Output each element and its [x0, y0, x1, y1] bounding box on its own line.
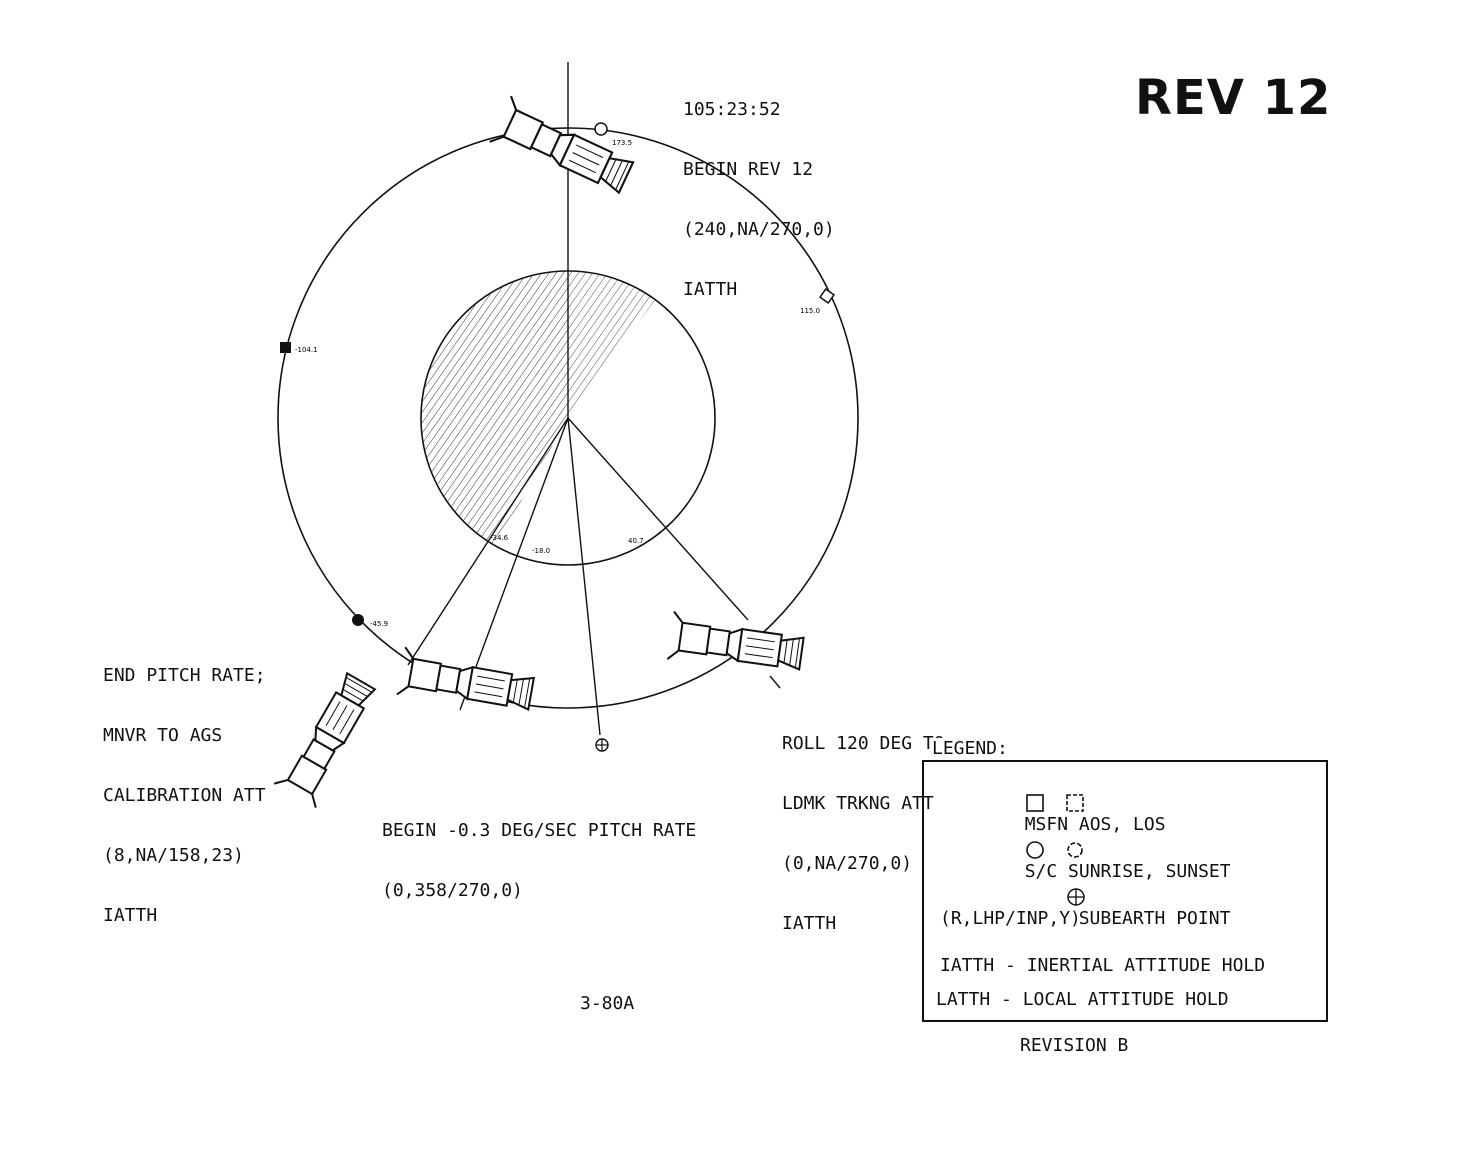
legend-row-msfn: MSFN AOS, LOS [1003, 771, 1166, 835]
annotation-top-time: 105:23:52 [683, 99, 781, 120]
sunrise-sunset-icon [1025, 841, 1083, 859]
radial-line-subearth [567, 417, 601, 736]
annotation-top-mode: IATTH [683, 279, 738, 300]
annotation-top-attitude: (240,NA/270,0) [683, 219, 835, 240]
spacecraft-left-icon [273, 668, 383, 809]
radial-line-right [567, 417, 749, 621]
revision-label: REVISION B [1020, 1035, 1129, 1056]
annotation-top: 105:23:52 BEGIN REV 12 (240,NA/270,0) IA… [683, 60, 835, 320]
legend-msfn-label: MSFN AOS, LOS [1024, 814, 1166, 835]
legend-row-subearth: SUBEARTH POINT [1043, 865, 1230, 929]
annotation-left-line3: CALIBRATION ATT [103, 785, 266, 806]
annotation-right-line4: IATTH [782, 913, 837, 934]
legend-latth: LATTH - LOCAL ATTITUDE HOLD [936, 989, 1229, 1010]
annotation-left: END PITCH RATE; MNVR TO AGS CALIBRATION … [103, 626, 266, 946]
aos-marker [818, 287, 836, 305]
annotation-bottom: BEGIN -0.3 DEG/SEC PITCH RATE (0,358/270… [382, 781, 696, 921]
leader-right [769, 675, 781, 689]
annotation-top-event: BEGIN REV 12 [683, 159, 814, 180]
spacecraft-right-icon [666, 610, 806, 679]
legend-iatth: IATTH - INERTIAL ATTITUDE HOLD [940, 955, 1266, 976]
msfn-aos-los-icon [1025, 794, 1084, 812]
spacecraft-bottom-icon [395, 646, 537, 719]
radial-line-bottom [459, 417, 569, 711]
mark-label-los: -104.1 [295, 346, 318, 354]
annotation-bottom-line2: (0,358/270,0) [382, 880, 523, 901]
mark-label-aos: 115.0 [800, 307, 820, 315]
dark-side-hatch [421, 271, 568, 546]
inner-label-c: 40.7 [628, 537, 644, 545]
circled-plus-icon [1066, 888, 1085, 906]
legend-format: (R,LHP/INP,Y) [940, 908, 1081, 929]
annotation-left-line5: IATTH [103, 905, 158, 926]
mark-label-sunrise: 173.5 [612, 139, 632, 147]
annotation-left-line1: END PITCH RATE; [103, 665, 266, 686]
annotation-left-line4: (8,NA/158,23) [103, 845, 244, 866]
inner-label-b: -18.0 [532, 547, 550, 555]
inner-label-a: -34.6 [490, 534, 509, 542]
sunrise-marker [594, 122, 608, 136]
subearth-point-icon [595, 738, 609, 752]
annotation-right-line1: ROLL 120 DEG TO [782, 733, 945, 754]
spacecraft-top-icon [488, 95, 638, 202]
legend-title: LEGEND: [930, 738, 1010, 759]
annotation-right-line3: (0,NA/270,0) [782, 853, 913, 874]
annotation-bottom-line1: BEGIN -0.3 DEG/SEC PITCH RATE [382, 820, 697, 841]
page-number: 3-80A [580, 993, 635, 1014]
annotation-right: ROLL 120 DEG TO LDMK TRKNG ATT (0,NA/270… [782, 694, 945, 954]
legend-sun-label: S/C SUNRISE, SUNSET [1024, 861, 1231, 882]
legend-box [922, 760, 1328, 1022]
legend-row-sun: S/C SUNRISE, SUNSET [1003, 818, 1231, 882]
radial-line-left [407, 417, 569, 666]
dark-side-hatch-upper [568, 271, 655, 418]
legend-subearth-label: SUBEARTH POINT [1078, 908, 1231, 929]
annotation-right-line2: LDMK TRKNG ATT [782, 793, 934, 814]
annotation-left-line2: MNVR TO AGS [103, 725, 223, 746]
page-title: REV 12 [1135, 70, 1332, 126]
mark-label-sunset: -45.9 [370, 620, 388, 628]
sunset-marker [352, 614, 364, 626]
los-marker [280, 342, 291, 353]
